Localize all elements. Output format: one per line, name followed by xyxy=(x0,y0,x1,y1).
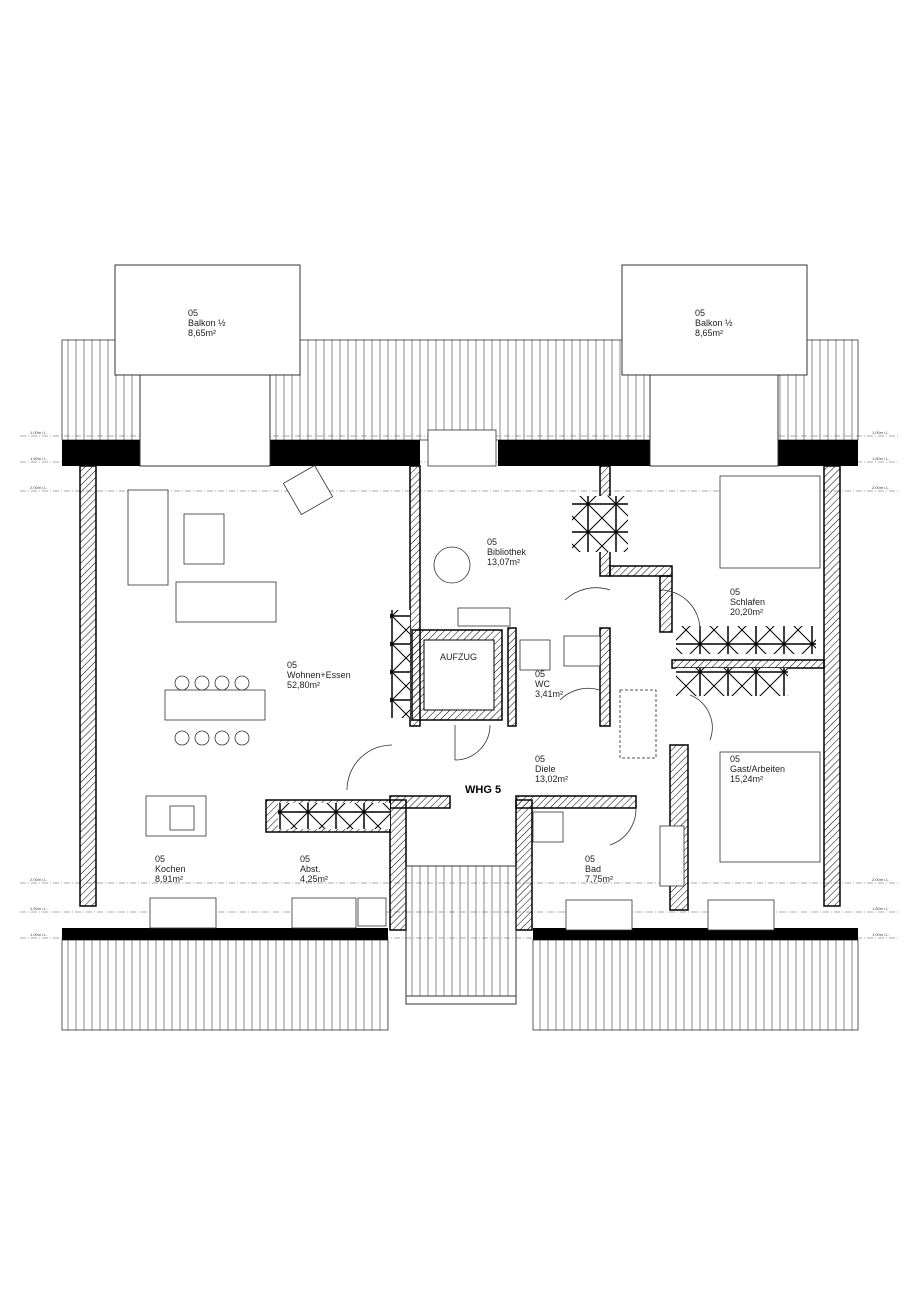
room-label-balkon-right: 05 Balkon ½ 8,65m² xyxy=(695,308,733,338)
wardrobe xyxy=(390,610,410,718)
wardrobe xyxy=(278,803,390,829)
room-label-wc: 05 WC 3,41m² xyxy=(535,669,563,699)
svg-text:7,75m²: 7,75m² xyxy=(585,874,613,884)
height-label: 1,00m i.L. xyxy=(30,430,48,435)
svg-text:3,41m²: 3,41m² xyxy=(535,689,563,699)
svg-text:WC: WC xyxy=(535,679,550,689)
svg-text:05: 05 xyxy=(535,754,545,764)
wardrobe xyxy=(572,496,628,552)
room-label-abst: 05 Abst. 4,25m² xyxy=(300,854,328,884)
height-label: 1,50m i.L. xyxy=(30,906,48,911)
room-label-schlafen: 05 Schlafen 20,20m² xyxy=(730,587,765,617)
height-label: 2,00m i.L. xyxy=(30,485,48,490)
room-label-bibliothek: 05 Bibliothek 13,07m² xyxy=(487,537,527,567)
staircase xyxy=(405,865,517,1005)
height-label: 1,50m i.L. xyxy=(872,456,890,461)
room-label-kochen: 05 Kochen 8,91m² xyxy=(155,854,186,884)
room-label-gast-arbeiten: 05 Gast/Arbeiten 15,24m² xyxy=(730,754,785,784)
svg-text:8,91m²: 8,91m² xyxy=(155,874,183,884)
height-label: 1,00m i.L. xyxy=(872,430,890,435)
height-label: 2,00m i.L. xyxy=(30,877,48,882)
svg-text:20,20m²: 20,20m² xyxy=(730,607,763,617)
svg-text:8,65m²: 8,65m² xyxy=(188,328,216,338)
svg-text:Balkon ½: Balkon ½ xyxy=(188,318,226,328)
svg-text:05: 05 xyxy=(155,854,165,864)
svg-text:05: 05 xyxy=(730,754,740,764)
svg-text:4,25m²: 4,25m² xyxy=(300,874,328,884)
svg-text:Abst.: Abst. xyxy=(300,864,321,874)
svg-text:15,24m²: 15,24m² xyxy=(730,774,763,784)
balcony-right xyxy=(621,264,808,376)
unit-label: WHG 5 xyxy=(465,784,501,796)
doors xyxy=(346,587,713,846)
svg-text:8,65m²: 8,65m² xyxy=(695,328,723,338)
svg-text:Gast/Arbeiten: Gast/Arbeiten xyxy=(730,764,785,774)
outer-walls xyxy=(62,374,858,940)
furniture xyxy=(127,429,821,931)
svg-text:05: 05 xyxy=(300,854,310,864)
svg-text:05: 05 xyxy=(730,587,740,597)
balcony-left xyxy=(114,264,301,376)
svg-text:Wohnen+Essen: Wohnen+Essen xyxy=(287,670,351,680)
svg-text:05: 05 xyxy=(585,854,595,864)
height-label: 1,00m i.L. xyxy=(30,932,48,937)
svg-text:05: 05 xyxy=(535,669,545,679)
svg-text:05: 05 xyxy=(695,308,705,318)
svg-text:05: 05 xyxy=(188,308,198,318)
height-label: 1,50m i.L. xyxy=(872,906,890,911)
svg-text:05: 05 xyxy=(487,537,497,547)
svg-text:Kochen: Kochen xyxy=(155,864,186,874)
svg-text:13,07m²: 13,07m² xyxy=(487,557,520,567)
room-label-bad: 05 Bad 7,75m² xyxy=(585,854,613,884)
height-label: 1,50m i.L. xyxy=(30,456,48,461)
svg-text:52,80m²: 52,80m² xyxy=(287,680,320,690)
room-label-wohnen-essen: 05 Wohnen+Essen 52,80m² xyxy=(287,660,351,690)
svg-text:Bad: Bad xyxy=(585,864,601,874)
height-label: 1,00m i.L. xyxy=(872,932,890,937)
svg-text:Schlafen: Schlafen xyxy=(730,597,765,607)
room-label-diele: 05 Diele 13,02m² xyxy=(535,754,568,784)
wardrobe xyxy=(676,626,816,654)
elevator-label: AUFZUG xyxy=(440,652,477,662)
svg-text:Diele: Diele xyxy=(535,764,556,774)
wardrobe xyxy=(676,668,788,696)
svg-text:Bibliothek: Bibliothek xyxy=(487,547,527,557)
room-label-balkon-left: 05 Balkon ½ 8,65m² xyxy=(188,308,226,338)
height-label: 2,00m i.L. xyxy=(872,485,890,490)
height-label: 2,00m i.L. xyxy=(872,877,890,882)
svg-text:Balkon ½: Balkon ½ xyxy=(695,318,733,328)
svg-text:13,02m²: 13,02m² xyxy=(535,774,568,784)
svg-text:05: 05 xyxy=(287,660,297,670)
